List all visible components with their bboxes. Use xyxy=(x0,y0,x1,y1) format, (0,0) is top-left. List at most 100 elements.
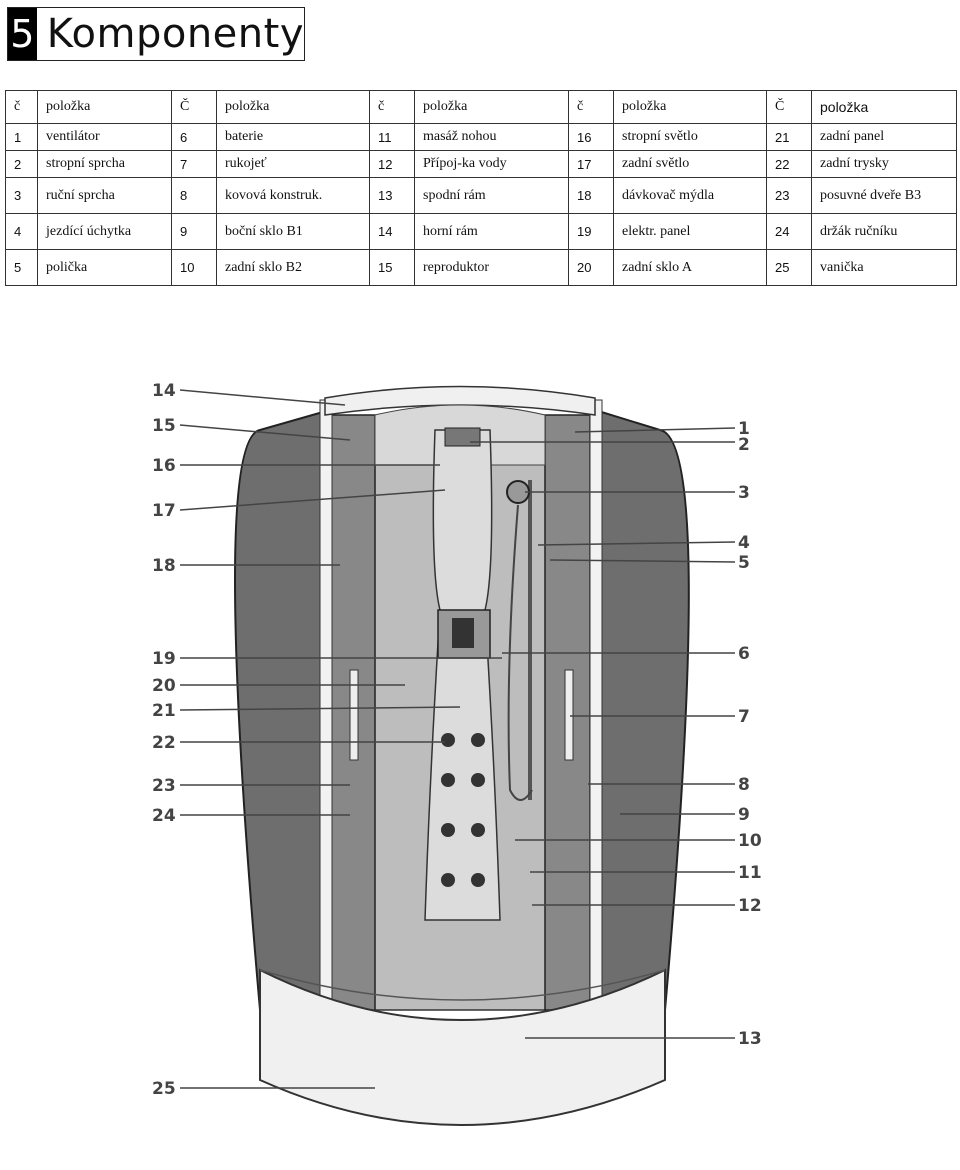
label-7: 7 xyxy=(738,707,750,727)
label-10: 10 xyxy=(738,831,762,851)
header-num: Č xyxy=(766,90,812,124)
label-17: 17 xyxy=(152,501,176,521)
cell-num: 12 xyxy=(369,150,415,178)
header-name: položka xyxy=(216,90,370,124)
label-8: 8 xyxy=(738,775,750,795)
label-12: 12 xyxy=(738,896,762,916)
components-table: č položka Č položka č položka č položka … xyxy=(5,90,957,286)
cell-num: 9 xyxy=(171,213,217,250)
cell-name: horní rám xyxy=(414,213,569,250)
back-panel xyxy=(424,429,501,921)
section-title: Komponenty xyxy=(46,11,304,57)
cell-num: 23 xyxy=(766,177,812,214)
cell-name: rukojeť xyxy=(216,150,370,178)
left-labels: 14 15 16 17 18 19 20 21 22 23 24 25 xyxy=(152,381,176,1099)
cell-name: kovová konstruk. xyxy=(216,177,370,214)
cabin-outer-wall xyxy=(234,408,331,1011)
cell-num: 7 xyxy=(171,150,217,178)
overhead-shower xyxy=(444,427,481,447)
cell-name: zadní světlo xyxy=(613,150,767,178)
cell-name: držák ručníku xyxy=(811,213,957,250)
right-leader-lines xyxy=(470,427,736,1039)
cell-name: masáž nohou xyxy=(414,123,569,151)
table-row: 2 stropní sprcha 7 rukojeť 12 Přípoj-ka … xyxy=(5,150,957,178)
label-9: 9 xyxy=(738,805,750,825)
label-20: 20 xyxy=(152,676,176,696)
cell-num: 1 xyxy=(5,123,38,151)
label-1: 1 xyxy=(738,419,750,439)
cell-name: baterie xyxy=(216,123,370,151)
tray-rim xyxy=(259,969,666,1001)
label-2: 2 xyxy=(738,435,750,455)
section-number: 5 xyxy=(8,8,37,60)
label-6: 6 xyxy=(738,644,750,664)
label-13: 13 xyxy=(738,1029,762,1049)
cell-num: 19 xyxy=(568,213,614,250)
electronic-panel-screen xyxy=(452,618,474,648)
shower-hose xyxy=(507,504,533,801)
cell-num: 24 xyxy=(766,213,812,250)
label-18: 18 xyxy=(152,556,176,576)
cell-name: zadní sklo B2 xyxy=(216,249,370,286)
cell-name: polička xyxy=(37,249,172,286)
cell-name: boční sklo B1 xyxy=(216,213,370,250)
cell-num: 14 xyxy=(369,213,415,250)
cell-name: stropní světlo xyxy=(613,123,767,151)
cell-name: vanička xyxy=(811,249,957,286)
cell-num: 2 xyxy=(5,150,38,178)
header-num: č xyxy=(568,90,614,124)
label-23: 23 xyxy=(152,776,176,796)
handle-left xyxy=(349,669,359,761)
table-header-row: č položka Č položka č položka č položka … xyxy=(5,90,957,124)
handle-right xyxy=(564,669,574,761)
cell-num: 5 xyxy=(5,249,38,286)
cell-name: stropní sprcha xyxy=(37,150,172,178)
cell-name: spodní rám xyxy=(414,177,569,214)
label-4: 4 xyxy=(738,533,750,553)
cabin-outer-wall-right xyxy=(594,408,690,1011)
cell-name: jezdící úchytka xyxy=(37,213,172,250)
cell-num: 8 xyxy=(171,177,217,214)
label-19: 19 xyxy=(152,649,176,669)
label-15: 15 xyxy=(152,416,176,436)
cell-name: ruční sprcha xyxy=(37,177,172,214)
cell-num: 15 xyxy=(369,249,415,286)
label-11: 11 xyxy=(738,863,762,883)
label-24: 24 xyxy=(152,806,176,826)
label-5: 5 xyxy=(738,553,750,573)
label-3: 3 xyxy=(738,483,750,503)
label-25: 25 xyxy=(152,1079,176,1099)
cell-num: 17 xyxy=(568,150,614,178)
header-num: č xyxy=(369,90,415,124)
cell-name: zadní panel xyxy=(811,123,957,151)
cell-num: 25 xyxy=(766,249,812,286)
cell-name: elektr. panel xyxy=(613,213,767,250)
label-22: 22 xyxy=(152,733,176,753)
cell-num: 20 xyxy=(568,249,614,286)
cell-num: 21 xyxy=(766,123,812,151)
cell-name: posuvné dveře B3 xyxy=(811,177,957,214)
label-14: 14 xyxy=(152,381,176,401)
right-labels: 1 2 3 4 5 6 7 8 9 10 11 12 13 xyxy=(738,419,762,1049)
label-21: 21 xyxy=(152,701,176,721)
cell-name: reproduktor xyxy=(414,249,569,286)
section-heading: 5 Komponenty xyxy=(7,7,305,61)
back-jets xyxy=(441,733,485,887)
cell-num: 11 xyxy=(369,123,415,151)
top-frame xyxy=(324,385,596,416)
cell-num: 18 xyxy=(568,177,614,214)
cell-name: Přípoj-ka vody xyxy=(414,150,569,178)
shower-tray xyxy=(259,968,666,1126)
cell-name: ventilátor xyxy=(37,123,172,151)
cell-name: zadní trysky xyxy=(811,150,957,178)
header-num: č xyxy=(5,90,38,124)
door-frame-left xyxy=(319,399,333,1016)
table-row: 4 jezdící úchytka 9 boční sklo B1 14 hor… xyxy=(5,213,957,250)
header-num: Č xyxy=(171,90,217,124)
cell-num: 22 xyxy=(766,150,812,178)
cell-num: 3 xyxy=(5,177,38,214)
cell-num: 4 xyxy=(5,213,38,250)
label-16: 16 xyxy=(152,456,176,476)
shower-cabin-diagram: 14 15 16 17 18 19 20 21 22 23 24 25 1 2 … xyxy=(152,381,762,1126)
header-name: položka xyxy=(613,90,767,124)
